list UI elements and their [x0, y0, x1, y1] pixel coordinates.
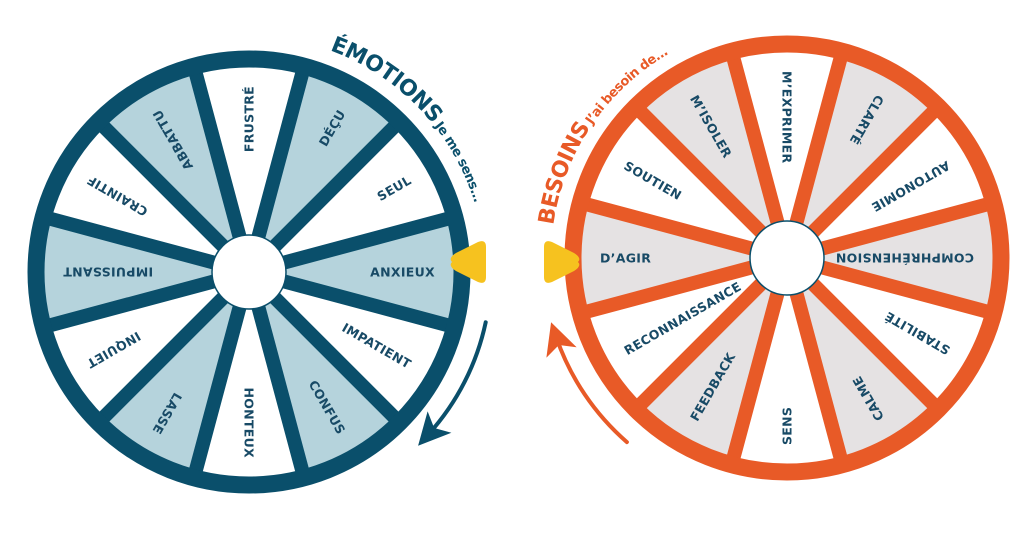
emotions_wheel-segment[interactable]	[249, 67, 399, 272]
besoins_wheel-segment-label: COMPHRÉHENSION	[836, 251, 974, 266]
besoins_wheel-segment[interactable]	[636, 52, 787, 258]
emotions_wheel-segment[interactable]	[194, 272, 304, 484]
besoins_wheel-segment-label: D’AGIR	[600, 251, 651, 266]
besoins_wheel-segment[interactable]	[787, 52, 938, 258]
emotions_wheel-segment-label: IMPUISSANT	[63, 265, 153, 280]
emotions_wheel-segment[interactable]	[249, 217, 461, 327]
besoins_wheel-segment[interactable]	[581, 107, 787, 258]
besoins_wheel-segment[interactable]	[731, 44, 843, 258]
emotions_wheel-segment[interactable]	[249, 122, 454, 273]
besoins_wheel-segment[interactable]	[787, 258, 938, 464]
besoins_wheel-segment[interactable]	[581, 258, 787, 409]
emotions_wheel-segment[interactable]	[37, 217, 250, 327]
besoins_wheel-segment[interactable]	[787, 107, 993, 258]
besoins_wheel-segment[interactable]	[636, 258, 787, 464]
emotions_wheel-hub[interactable]	[211, 234, 287, 310]
emotions_wheel-segment-label: FRUSTRÉ	[242, 86, 257, 152]
emotions_wheel-segment[interactable]	[99, 67, 250, 272]
emotions_wheel-segment-label: HONTEUX	[242, 387, 257, 458]
besoins_wheel-segment[interactable]	[787, 202, 1000, 314]
besoins-pointer-icon	[544, 241, 580, 283]
emotions_wheel-segment[interactable]	[249, 272, 399, 477]
emotions_wheel-segment[interactable]	[44, 272, 249, 422]
emotions_wheel-segment-label: ANXIEUX	[370, 265, 435, 280]
emotions_wheel-segment[interactable]	[249, 272, 454, 422]
emotions-wheel[interactable]: ANXIEUXIMPATIENTCONFUSHONTEUXLASSEINQUIE…	[27, 50, 471, 494]
counterclockwise-rotation-arrow-icon	[546, 322, 629, 445]
besoins_wheel-segment[interactable]	[731, 258, 843, 472]
emotions_wheel-segment[interactable]	[194, 60, 304, 273]
clockwise-rotation-arrow-icon	[418, 320, 488, 446]
besoins_wheel-hub[interactable]	[749, 220, 825, 296]
emotions-pointer-icon	[450, 241, 486, 283]
besoins_wheel-segment[interactable]	[574, 202, 787, 314]
besoins_wheel-segment-label: SENS	[780, 407, 795, 445]
besoins_wheel-segment-label: M’EXPRIMER	[780, 71, 795, 163]
besoins_wheel-segment[interactable]	[787, 258, 993, 409]
emotions_wheel-segment[interactable]	[44, 122, 249, 273]
emotions_wheel-segment[interactable]	[99, 272, 250, 477]
